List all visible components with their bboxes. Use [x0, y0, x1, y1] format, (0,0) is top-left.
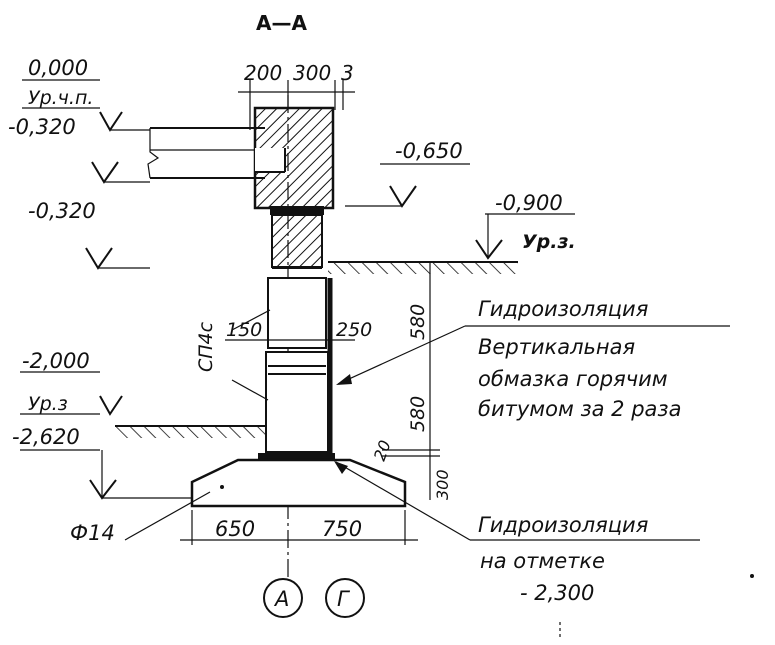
note2-line3: - 2,300: [520, 581, 594, 605]
level-marker-2620: [89, 479, 117, 500]
note1-line2: Вертикальная: [478, 335, 635, 359]
dim-150: 150: [226, 319, 262, 341]
axis-marker-g: [325, 578, 365, 618]
wall-band: [270, 206, 324, 215]
dim-200: 200: [244, 61, 282, 85]
note2-leader: [335, 461, 471, 541]
dim-250: 250: [336, 319, 372, 341]
dim-580-bottom: 580: [407, 396, 429, 432]
level-0320-mid: -0,320: [28, 199, 96, 223]
dim-300: 300: [293, 61, 331, 85]
level-marker-2: [91, 161, 119, 184]
level-0000: 0,000: [28, 56, 88, 80]
axis-label-g: Г: [337, 587, 351, 611]
axis-label-a: А: [273, 587, 289, 611]
dim-300: 300: [433, 469, 452, 500]
wall-block-upper: [267, 277, 327, 349]
foundation-label: Ф14: [70, 521, 115, 545]
dim-750: 750: [322, 517, 362, 541]
block-label: СП4с: [195, 321, 217, 372]
note1-line3: обмазка горячим: [478, 367, 668, 391]
level-marker-3: [85, 247, 113, 270]
level-urz-right: Ур.з.: [522, 231, 576, 253]
level-marker-0650: [389, 185, 417, 208]
level-marker-1: [99, 111, 123, 132]
note2-line1: Гидроизоляция: [478, 513, 648, 537]
ground-right: [328, 262, 518, 274]
level-0900: -0,900: [495, 191, 563, 215]
level-urz-left: Ур.з: [28, 393, 68, 415]
level-0320-top: -0,320: [8, 115, 76, 139]
level-2000: -2,000: [22, 349, 90, 373]
level-marker-2000: [99, 395, 123, 416]
level-0650: -0,650: [395, 139, 463, 163]
middle-wall: [271, 214, 323, 268]
note1-line4: битумом за 2 раза: [478, 397, 681, 421]
level-urchp-label: Ур.ч.п.: [28, 87, 93, 109]
section-title: А—А: [256, 11, 307, 35]
note2-line2: на отметке: [480, 549, 605, 573]
wall-block-lower: [265, 351, 329, 453]
level-2620: -2,620: [12, 425, 80, 449]
dim-650: 650: [215, 517, 255, 541]
axis-marker-a: [263, 578, 303, 618]
ground-left: [115, 426, 265, 438]
note1-line1: Гидроизоляция: [478, 297, 648, 321]
dim-580-top: 580: [407, 304, 429, 340]
note1-leader: [337, 325, 466, 385]
level-marker-0900: [475, 239, 503, 260]
dim-3: 3: [341, 61, 354, 85]
floor-slab: [147, 127, 265, 179]
